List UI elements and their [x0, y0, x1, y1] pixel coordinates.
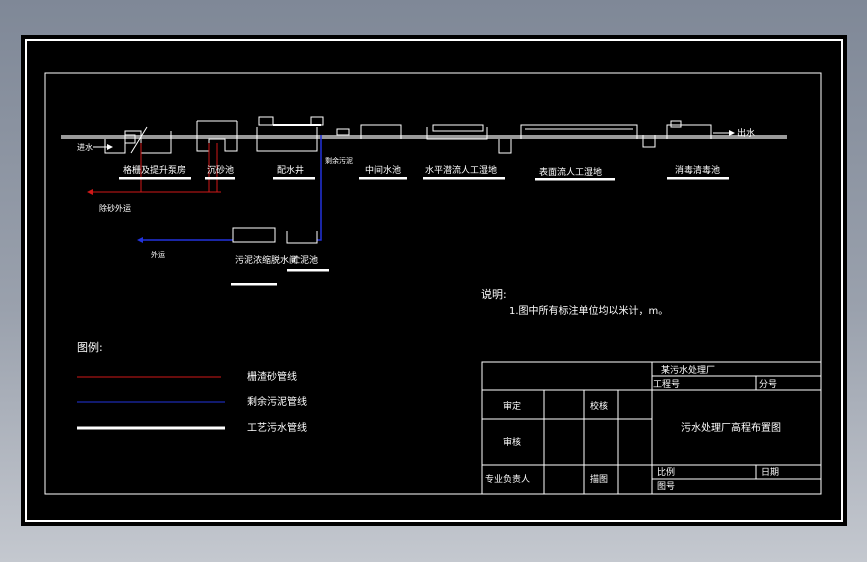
label-grit-chamber: 沉砂池 — [207, 164, 234, 176]
valve-box — [336, 128, 350, 136]
underline-grit-lift — [119, 177, 191, 180]
label-horizontal-wetland: 水平潜流人工湿地 — [425, 164, 497, 176]
legend-label-sludge: 剩余污泥管线 — [247, 395, 307, 408]
label-intermediate: 中间水池 — [365, 164, 401, 176]
sludge-pool-shape — [286, 231, 318, 244]
underline-sludge-dewatering — [231, 283, 277, 286]
sand-pipe-arrow — [87, 189, 93, 195]
legend-label-process: 工艺污水管线 — [247, 421, 307, 434]
notes-heading: 说明: — [481, 287, 507, 301]
underline-horizontal-wetland — [423, 177, 505, 180]
distribution-box-2 — [310, 116, 324, 126]
tb-responsible: 专业负责人 — [485, 473, 530, 485]
label-grit-lift: 格栅及提升泵房 — [123, 164, 186, 176]
disinfection-tank-shape — [666, 124, 712, 139]
title-block-grid — [481, 361, 822, 495]
pump-box — [124, 134, 136, 144]
sludge-pipe-lines — [143, 135, 322, 241]
disinfection-inlet — [642, 135, 656, 148]
label-sludge-pool: 贮泥池 — [291, 254, 318, 266]
sludge-dewatering-house — [232, 227, 276, 243]
label-disinfection: 消毒清毒池 — [675, 164, 720, 176]
underline-surface-wetland — [535, 178, 615, 181]
underline-grit-chamber — [205, 177, 235, 180]
tb-project-no: 工程号 — [653, 379, 680, 390]
unit-labels: 格栅及提升泵房 沉砂池 配水井 中间水池 水平潜流人工湿地 表面流人工湿地 消毒… — [119, 164, 729, 286]
connector-sump — [498, 139, 512, 154]
underline-intermediate — [359, 177, 407, 180]
legend-title: 图例: — [77, 340, 103, 354]
sand-pipe-lines — [93, 143, 221, 193]
outer-frame — [25, 39, 843, 522]
inflow-arrow — [93, 144, 113, 150]
label-surface-wetland: 表面流人工湿地 — [539, 166, 602, 178]
ground-line — [61, 135, 787, 139]
sand-out-label: 除砂外运 — [99, 203, 131, 213]
intermediate-pool-shape — [360, 124, 402, 139]
label-sludge-dewatering-1: 污泥浓缩脱水间 — [235, 254, 298, 266]
horizontal-wetland-shape — [426, 127, 488, 140]
tb-sub-no: 分号 — [759, 379, 777, 390]
disinfection-box — [670, 120, 682, 128]
outflow-arrow — [713, 130, 735, 136]
tb-drawn: 描图 — [590, 473, 608, 485]
tb-scale: 比例 — [657, 466, 675, 478]
inflow-label: 进水 — [77, 142, 93, 152]
inner-frame — [44, 72, 822, 495]
drawing-sheet: 出水 进水 除砂外运 外运 剩余污泥 格栅及提升泵房 沉砂池 配水井 中间水池 … — [21, 35, 847, 526]
underline-disinfection — [667, 177, 729, 180]
underline-distribution — [273, 177, 315, 180]
outflow-label: 出水 — [737, 127, 755, 139]
sludge-return-label: 剩余污泥 — [325, 156, 353, 165]
tb-drawing-no: 图号 — [657, 481, 675, 492]
underline-sludge-pool — [287, 269, 329, 272]
sludge-out-label: 外运 — [151, 250, 165, 259]
tb-date: 日期 — [761, 467, 779, 478]
tb-company: 某污水处理厂 — [661, 364, 715, 376]
tb-check: 校核 — [590, 400, 608, 412]
grit-chamber-shape — [196, 121, 238, 152]
sludge-pipe-arrow — [137, 237, 143, 243]
notes-line-1: 1.图中所有标注单位均以米计，m。 — [509, 304, 668, 317]
tb-review: 审定 — [503, 400, 521, 412]
surface-wetland-shape — [520, 124, 638, 139]
label-distribution: 配水井 — [277, 164, 304, 176]
process-structures — [104, 116, 712, 154]
lift-pump-house — [104, 130, 172, 154]
distribution-box — [258, 116, 274, 126]
distribution-well-shape — [256, 127, 318, 152]
screen-rack — [130, 126, 148, 154]
legend-label-sand: 栅渣砂管线 — [247, 370, 297, 383]
title-block-text: 某污水处理厂 工程号 分号 审定 校核 审核 污水处理厂高程布置图 专业负责人 … — [485, 364, 781, 492]
wetland-fill — [432, 124, 484, 132]
tb-audit: 审核 — [503, 436, 521, 448]
tb-drawing-title: 污水处理厂高程布置图 — [681, 421, 781, 434]
elevation-drawing: 出水 进水 除砂外运 外运 剩余污泥 格栅及提升泵房 沉砂池 配水井 中间水池 … — [25, 39, 843, 522]
